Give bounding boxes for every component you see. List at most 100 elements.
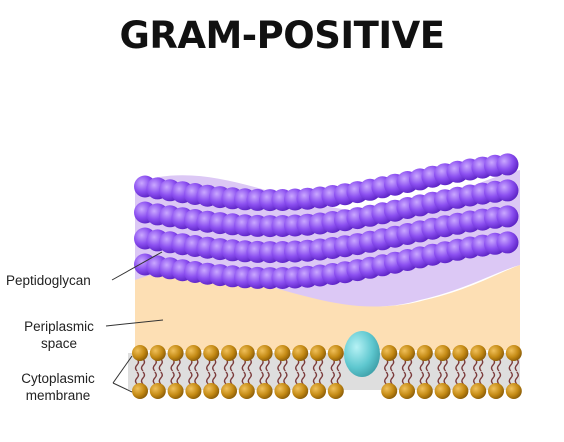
- cytoplasmic-membrane-label: Cytoplasmic membrane: [8, 370, 108, 404]
- lipid-tail: [514, 371, 519, 385]
- lipid-head: [203, 345, 220, 361]
- lipid-tail: [188, 371, 193, 385]
- lipid-tail: [140, 371, 146, 385]
- lipid-tail: [443, 358, 448, 372]
- lipid-head: [274, 383, 291, 399]
- cytoplasmic-label-line2: membrane: [25, 388, 91, 403]
- lipid-tail: [247, 358, 252, 372]
- lipid-tail: [490, 371, 496, 385]
- lipid-tail: [158, 358, 163, 372]
- lipid-tail: [514, 358, 519, 372]
- lipid-head: [434, 345, 451, 361]
- periplasmic-label-line1: Periplasmic: [24, 319, 94, 334]
- lipid-head: [416, 345, 433, 361]
- lipid-tail: [496, 358, 502, 372]
- lipid-head: [470, 345, 487, 361]
- lipid-tail: [312, 371, 318, 385]
- lipid-tail: [134, 371, 140, 385]
- lipid-tail: [425, 371, 430, 385]
- lipid-head: [488, 383, 504, 399]
- lipid-head: [238, 383, 255, 399]
- lipid-tail: [223, 371, 229, 385]
- lipid-tail: [265, 358, 270, 372]
- lipid-head: [132, 345, 148, 361]
- lipid-tail: [265, 371, 270, 385]
- lipid-tail: [152, 371, 157, 385]
- lipid-tail: [206, 371, 211, 385]
- lipid-head: [149, 345, 166, 361]
- lipid-tail: [212, 358, 217, 372]
- lipid-head: [274, 345, 291, 361]
- lipid-tail: [401, 371, 407, 385]
- lipid-tail: [473, 371, 478, 385]
- lipid-head: [221, 345, 237, 361]
- lipid-tail: [247, 371, 252, 385]
- lipid-head: [470, 383, 487, 399]
- lipid-tail: [241, 371, 246, 385]
- cytoplasmic-label-line1: Cytoplasmic: [21, 371, 95, 386]
- lipid-head: [488, 345, 504, 361]
- lipid-tail: [443, 371, 448, 385]
- lipid-head: [505, 345, 522, 361]
- lipid-tail: [301, 371, 306, 385]
- peptidoglycan-beads: [134, 153, 519, 290]
- lipid-head: [399, 383, 415, 399]
- lipid-head: [167, 383, 184, 399]
- lipid-head: [452, 383, 469, 399]
- lipid-tail: [508, 371, 513, 385]
- lipid-head: [381, 345, 398, 361]
- lipid-head: [434, 383, 451, 399]
- lipid-tail: [479, 371, 484, 385]
- lipid-tail: [318, 358, 324, 372]
- peptidoglycan-bead: [496, 231, 519, 254]
- lipid-tail: [461, 358, 466, 372]
- lipid-tail: [407, 358, 413, 372]
- lipid-tail: [390, 358, 395, 372]
- lipid-tail: [318, 371, 324, 385]
- periplasmic-leader-line: [105, 319, 164, 327]
- lipid-head: [310, 345, 326, 361]
- lipid-head: [132, 383, 148, 399]
- lipid-tail: [496, 371, 502, 385]
- lipid-head: [381, 383, 398, 399]
- lipid-tail: [283, 358, 288, 372]
- lipid-tail: [176, 358, 181, 372]
- peptidoglycan-label: Peptidoglycan: [6, 273, 91, 288]
- lipid-head: [505, 383, 522, 399]
- lipid-head: [310, 383, 326, 399]
- lipid-head: [167, 345, 184, 361]
- lipid-head: [327, 345, 344, 361]
- lipid-tail: [158, 371, 163, 385]
- lipid-tail: [336, 371, 341, 385]
- lipid-tail: [336, 358, 341, 372]
- lipid-head: [185, 383, 202, 399]
- periplasmic-label-line2: space: [40, 336, 78, 351]
- membrane-protein: [344, 331, 380, 377]
- lipid-head: [256, 345, 273, 361]
- peptidoglycan-bead: [496, 153, 519, 176]
- peptidoglycan-leader-line: [111, 251, 163, 281]
- lipid-tail: [407, 371, 413, 385]
- lipid-tail: [176, 371, 181, 385]
- membrane-leader-line-bottom: [112, 382, 133, 393]
- lipid-tail: [437, 371, 442, 385]
- membrane-leader-line-top: [112, 355, 133, 384]
- lipid-tail: [479, 358, 484, 372]
- lipid-head: [203, 383, 220, 399]
- peptidoglycan-bead: [496, 179, 519, 202]
- lipid-tail: [194, 358, 199, 372]
- lipid-tail: [390, 371, 395, 385]
- lipid-tail: [455, 371, 460, 385]
- lipid-tail: [419, 371, 424, 385]
- lipid-head: [149, 383, 166, 399]
- lipid-head: [399, 345, 415, 361]
- lipid-head: [221, 383, 237, 399]
- lipid-head: [452, 345, 469, 361]
- diagram-title: GRAM-POSITIVE: [119, 14, 445, 57]
- lipid-tail: [295, 371, 300, 385]
- lipid-tail: [277, 371, 282, 385]
- peptidoglycan-bead: [496, 205, 519, 228]
- lipid-bilayer: [132, 345, 522, 399]
- lipid-tail: [301, 358, 306, 372]
